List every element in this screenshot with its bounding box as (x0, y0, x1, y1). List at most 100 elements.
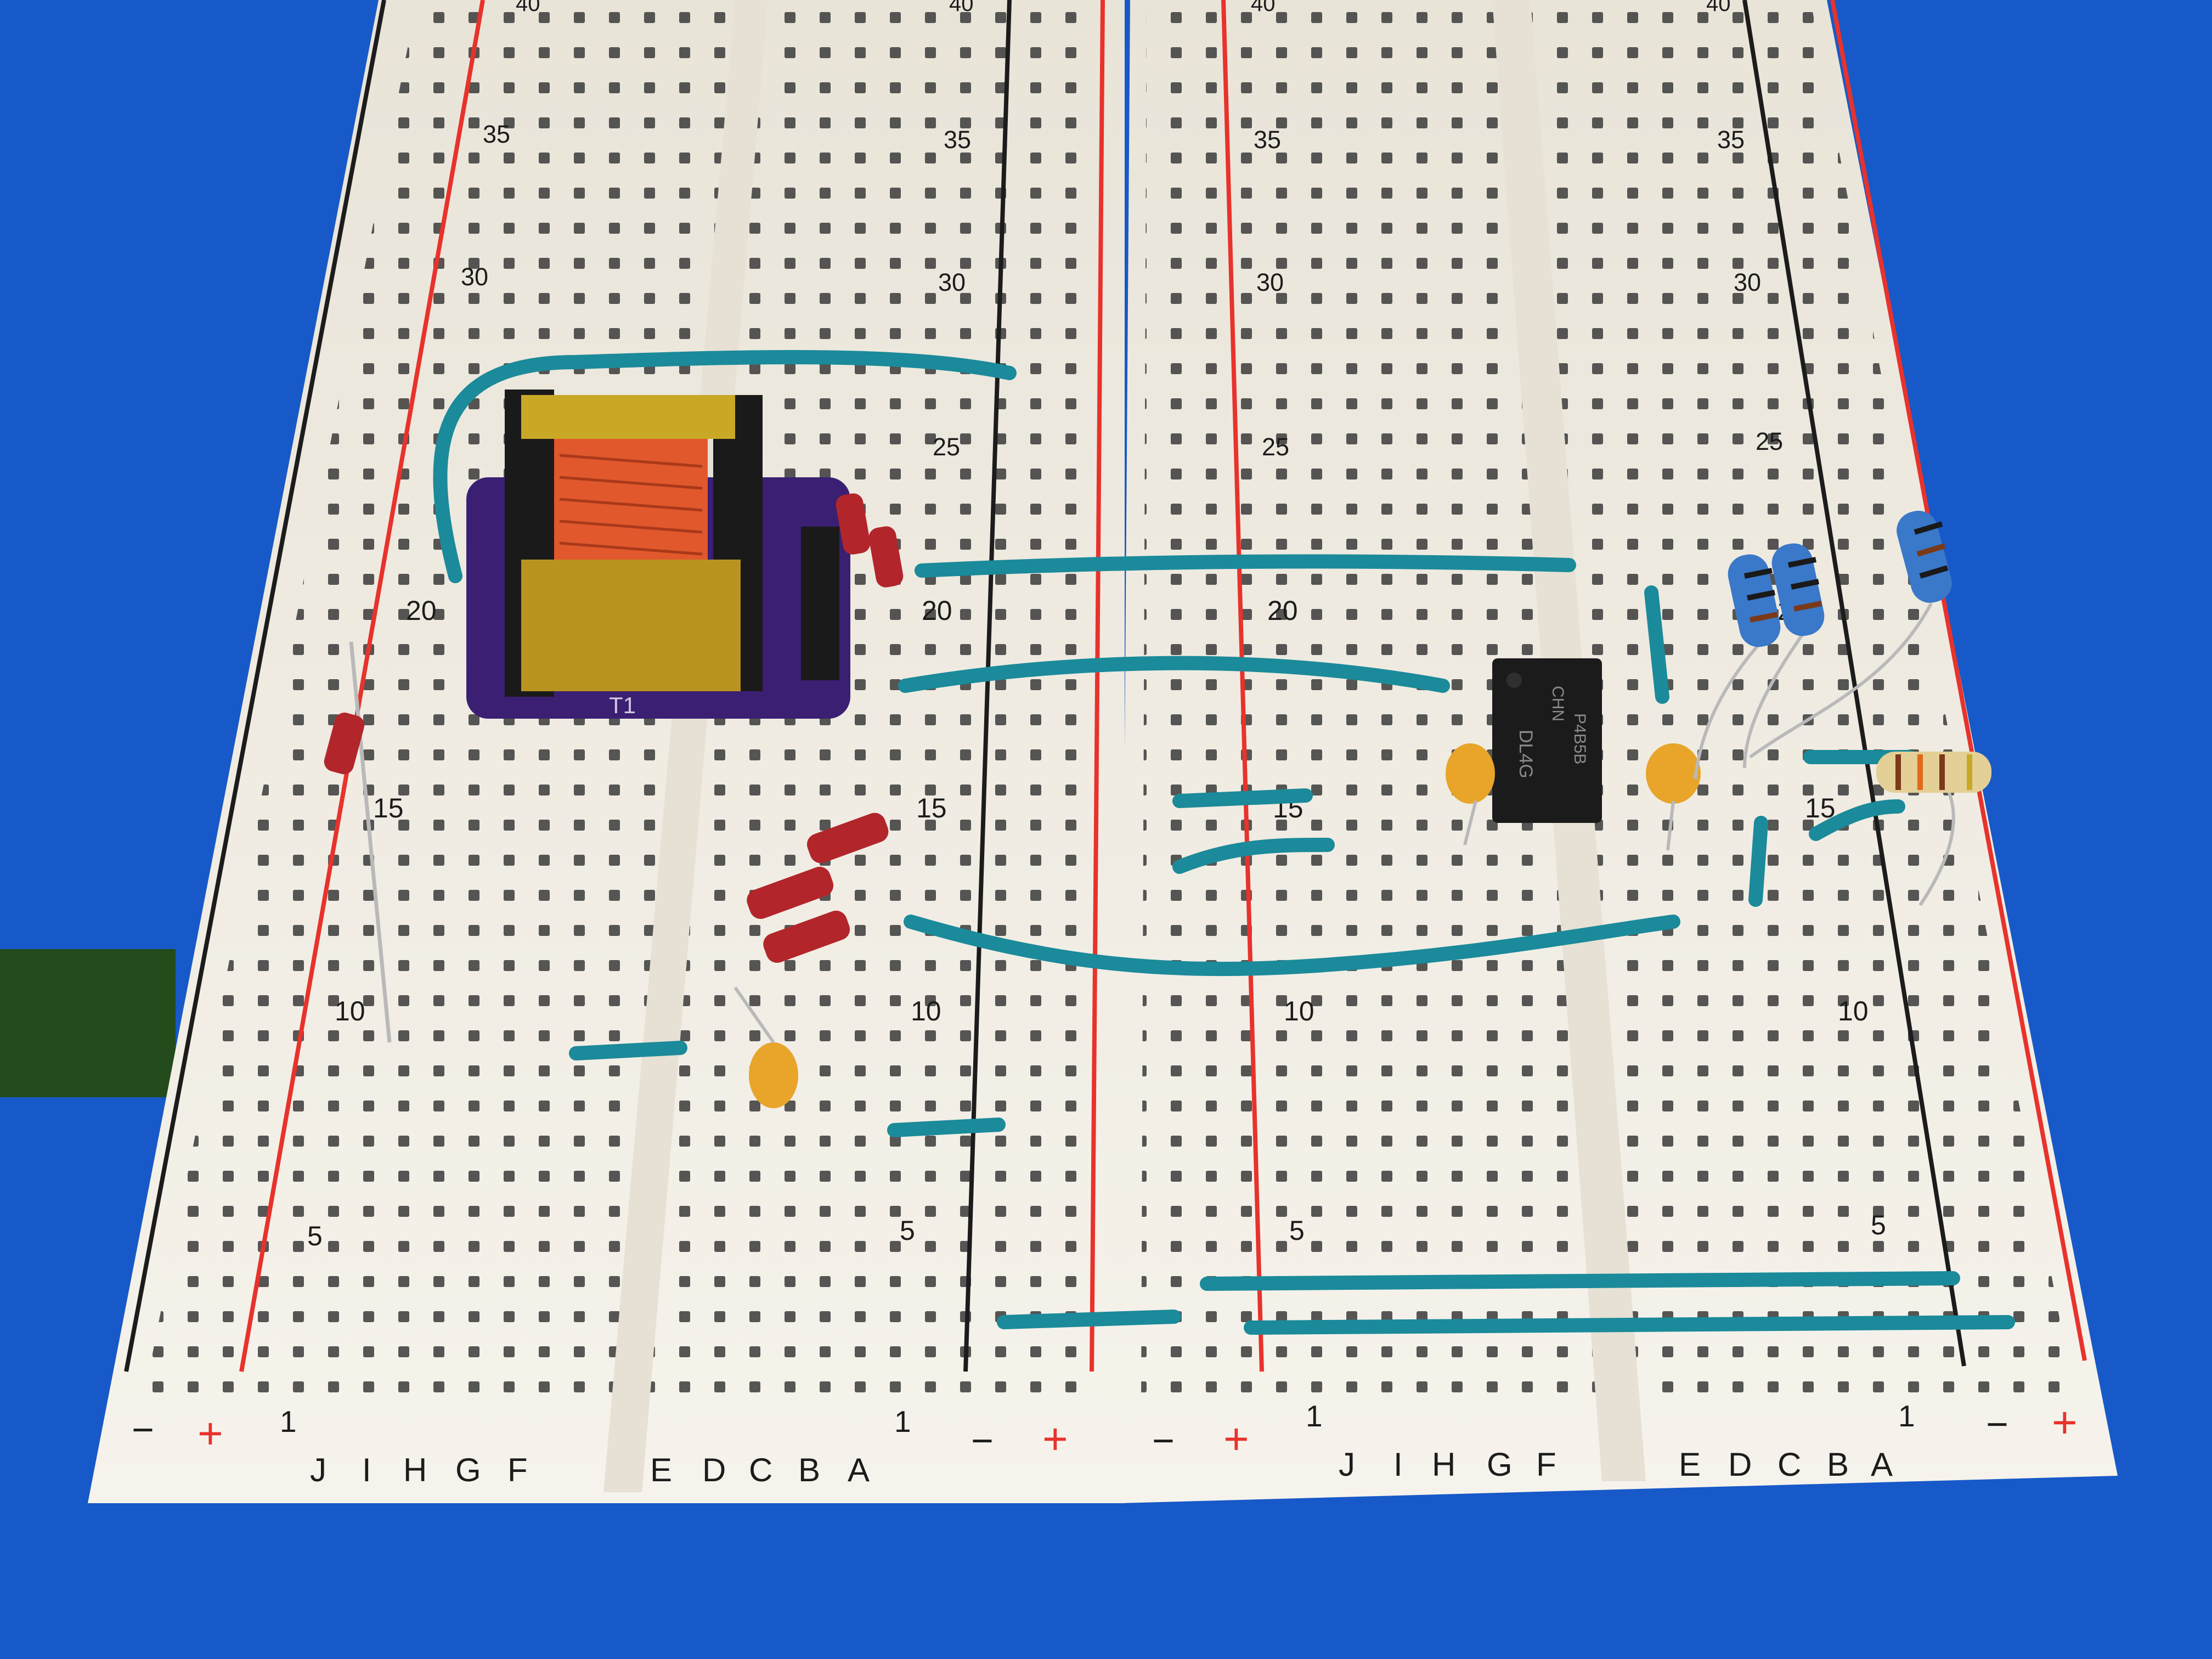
row-label-40-center: 40 (949, 0, 974, 16)
rail-line-inner-black (963, 0, 1012, 1372)
row-label-5-left: 5 (307, 1221, 323, 1251)
rail-plus-label: + (198, 1409, 223, 1458)
row-label-1-right: 1 (894, 1404, 911, 1438)
row-label-10-left: 10 (335, 996, 365, 1026)
row-label-15-left: 15 (373, 793, 404, 823)
row-label-35-center: 35 (944, 126, 971, 154)
column-label-c: C (749, 1452, 772, 1488)
ic-marking-3: P4B5B (1571, 713, 1589, 764)
transformer-label: T1 (609, 692, 636, 718)
rail-minus-label: − (132, 1408, 154, 1451)
row-label-35-right-a: 35 (1254, 126, 1281, 154)
capacitor-left-bottom (749, 1042, 798, 1108)
row-label-25-right-a: 25 (1262, 433, 1289, 461)
wire-long-upper (915, 554, 1576, 578)
diode-pair-transformer (836, 493, 904, 588)
row-label-15-center: 15 (916, 793, 947, 823)
row-label-10-right-a: 10 (1284, 996, 1314, 1026)
wire-arc-top (433, 350, 1017, 583)
transformer-coil (554, 439, 708, 560)
row-label-40-right-b: 40 (1706, 0, 1731, 16)
column-label-d: D (702, 1452, 726, 1488)
rail-line-right-red-outer (1830, 0, 2087, 1361)
diode-group-center (747, 812, 889, 963)
row-label-10-right-b: 10 (1838, 996, 1869, 1026)
wire-vertical-near-ic (1644, 585, 1669, 704)
column-label-d-right: D (1728, 1446, 1752, 1483)
column-label-f: F (507, 1452, 528, 1488)
rail-minus-label-inner: − (971, 1419, 994, 1462)
jumper-wires (433, 350, 2015, 1335)
column-label-b: B (798, 1452, 820, 1488)
capacitor-ic-left (1446, 743, 1495, 804)
column-label-j: J (310, 1452, 326, 1488)
rail-line-left-black (124, 0, 386, 1372)
transformer-tape-top (521, 395, 735, 439)
rail-plus-label-right-outer: + (2052, 1398, 2078, 1447)
rail-minus-label-right: − (1152, 1419, 1175, 1462)
row-label-1-right-board-left: 1 (1306, 1399, 1323, 1433)
ic-body (1492, 658, 1602, 823)
resistor-blue-3 (1897, 510, 1952, 603)
row-label-5-right-a: 5 (1289, 1215, 1305, 1246)
wire-right-3 (1809, 799, 1905, 841)
wire-short-center-bottom (887, 1118, 1006, 1137)
row-label-20-left: 20 (406, 595, 437, 626)
wire-right-2 (1748, 816, 1768, 907)
row-label-30-right-b: 30 (1734, 268, 1761, 296)
column-label-e-right: E (1679, 1446, 1701, 1483)
column-label-f-right: F (1536, 1446, 1556, 1483)
row-label-20-center: 20 (922, 595, 952, 626)
rail-line-right-red-inner (1221, 0, 1264, 1372)
column-label-c-right: C (1778, 1446, 1801, 1483)
ic-pin1-dot (1506, 673, 1522, 688)
diode-left-vertical (324, 641, 392, 1043)
wire-short-center-1 (1172, 788, 1313, 808)
column-label-g-right: G (1487, 1446, 1513, 1483)
wire-bottom-long-1 (1200, 1271, 1960, 1291)
transformer-tape-bottom (521, 560, 741, 691)
capacitor-ic-right (1646, 743, 1701, 804)
column-label-a: A (848, 1452, 870, 1488)
row-label-30-left: 30 (461, 263, 488, 291)
rail-line-right-black-outer (1742, 0, 1966, 1367)
row-label-10-center: 10 (911, 996, 941, 1026)
green-tape (0, 949, 176, 1097)
diodes (324, 493, 904, 1043)
column-label-h: H (403, 1452, 427, 1488)
row-label-1-right-board-right: 1 (1898, 1399, 1915, 1433)
resistor-blue-1 (1728, 554, 1781, 647)
wire-bridge-bottom (997, 1310, 1181, 1329)
rail-plus-label-inner: + (1042, 1414, 1068, 1463)
transformer-header-pins (801, 527, 839, 680)
resistor-blue-2 (1771, 543, 1825, 636)
column-label-i: I (362, 1452, 371, 1488)
wire-long-lower (904, 915, 1680, 977)
rail-line-left-red (239, 0, 485, 1372)
column-label-g: G (455, 1452, 481, 1488)
column-label-a-right: A (1871, 1446, 1893, 1483)
column-label-e: E (650, 1452, 672, 1488)
row-label-30-right-a: 30 (1256, 268, 1284, 296)
row-label-5-right-b: 5 (1871, 1210, 1886, 1240)
ic-marking-2: CHN (1549, 686, 1567, 721)
column-label-i-right: I (1393, 1446, 1403, 1483)
ic-marking-1: DL4G (1515, 730, 1536, 778)
rail-plus-label-right: + (1223, 1414, 1249, 1463)
wire-short-center-2 (1172, 838, 1335, 874)
breadboard-left-channel (603, 0, 768, 1492)
rail-line-inner-red (1090, 0, 1105, 1372)
rail-minus-label-right-outer: − (1986, 1403, 2008, 1446)
row-label-35-left: 35 (483, 120, 510, 148)
breadboard-right-holes (1141, 0, 2074, 1404)
row-label-40-right-a: 40 (1251, 0, 1276, 16)
resistors (1694, 510, 1991, 906)
column-label-b-right: B (1827, 1446, 1849, 1483)
row-label-25-right-b: 25 (1756, 427, 1783, 455)
row-label-5-center: 5 (900, 1215, 915, 1246)
row-label-25-center: 25 (933, 433, 960, 461)
row-label-35-right-b: 35 (1717, 126, 1745, 154)
row-label-1-left: 1 (280, 1404, 297, 1438)
transformer-coil-windings (559, 454, 703, 556)
